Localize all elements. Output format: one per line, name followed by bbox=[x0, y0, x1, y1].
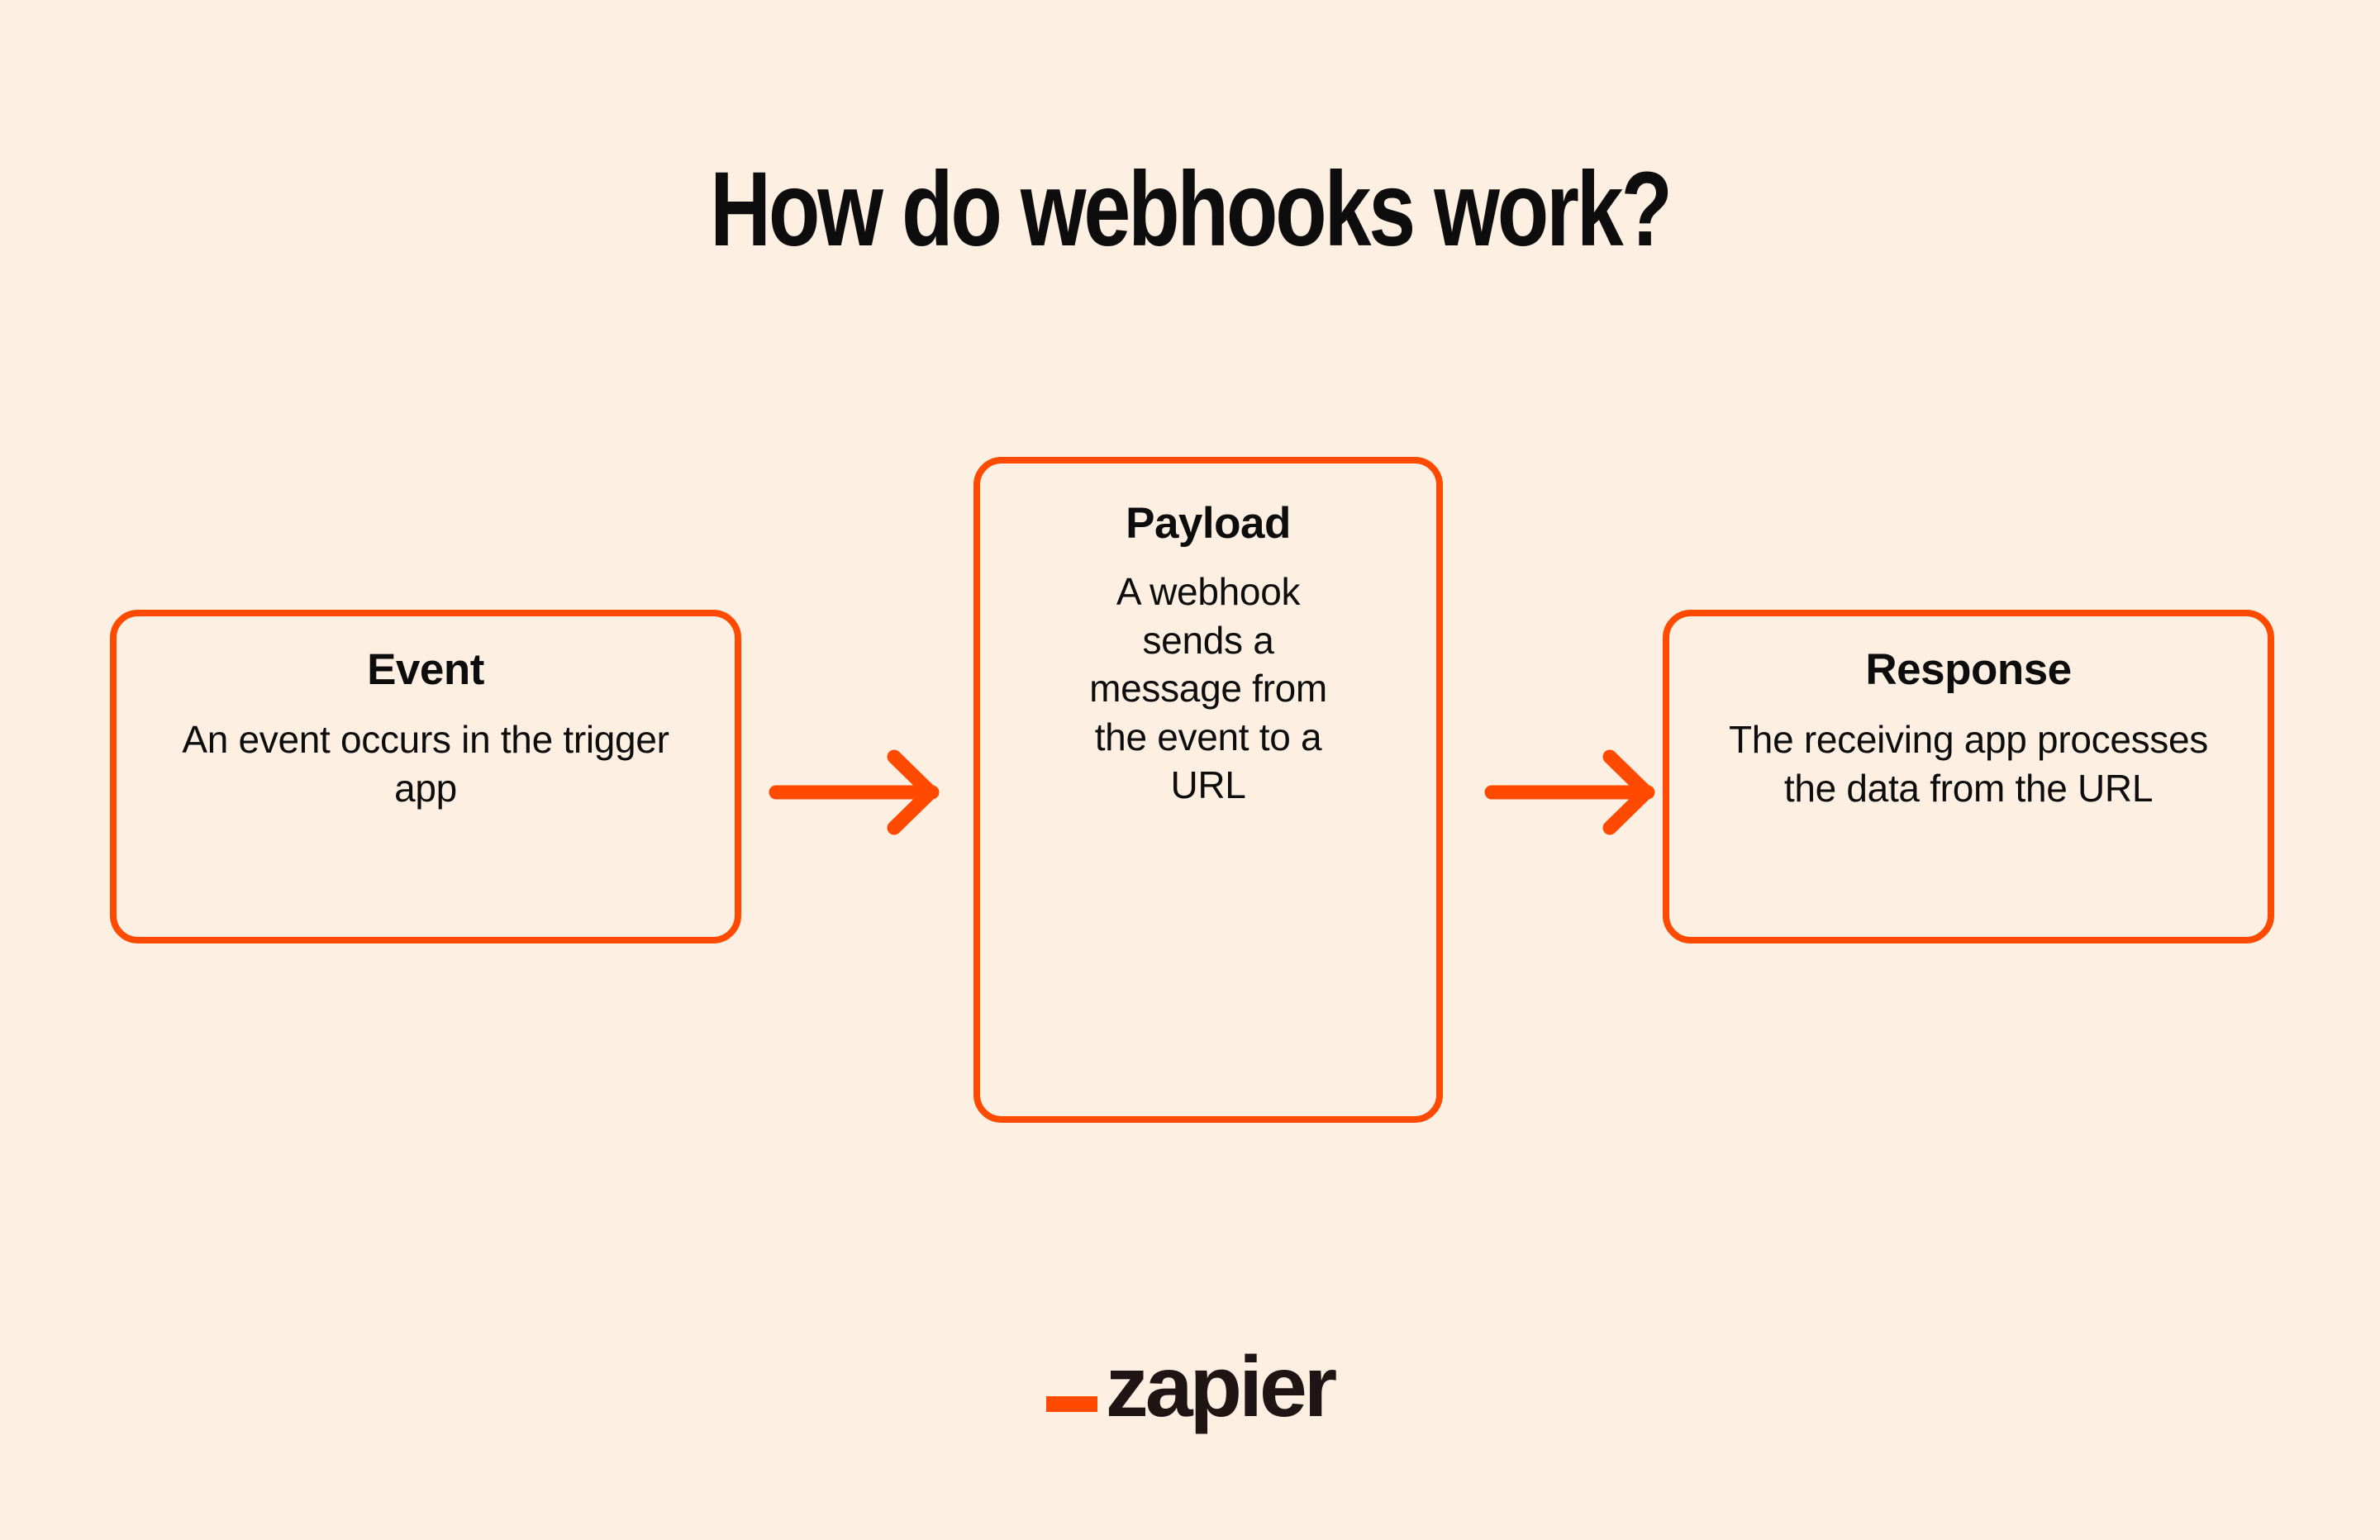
step-description-payload: A webhook sends a message from the event… bbox=[1089, 570, 1327, 806]
arrow-right-icon-event-to-payload bbox=[769, 747, 950, 838]
step-title-payload: Payload bbox=[1126, 499, 1291, 548]
zapier-wordmark: zapier bbox=[1105, 1339, 1338, 1435]
step-description-response: The receiving app processes the data fro… bbox=[1729, 718, 2208, 810]
step-description-event: An event occurs in the trigger app bbox=[182, 718, 669, 810]
underscore-mark-icon bbox=[1045, 1396, 1097, 1413]
step-card-payload: Payload A webhook sends a message from t… bbox=[973, 457, 1443, 1123]
zapier-logo: zapier bbox=[0, 1339, 2380, 1435]
step-title-event: Event bbox=[367, 645, 484, 694]
step-title-response: Response bbox=[1865, 645, 2072, 694]
step-card-response: Response The receiving app processes the… bbox=[1663, 610, 2274, 943]
page-title: How do webhooks work? bbox=[710, 150, 1673, 269]
webhook-flow-diagram: Event An event occurs in the trigger app… bbox=[0, 457, 2380, 1126]
arrow-right-icon-payload-to-response bbox=[1484, 747, 1666, 838]
step-card-event: Event An event occurs in the trigger app bbox=[110, 610, 741, 943]
